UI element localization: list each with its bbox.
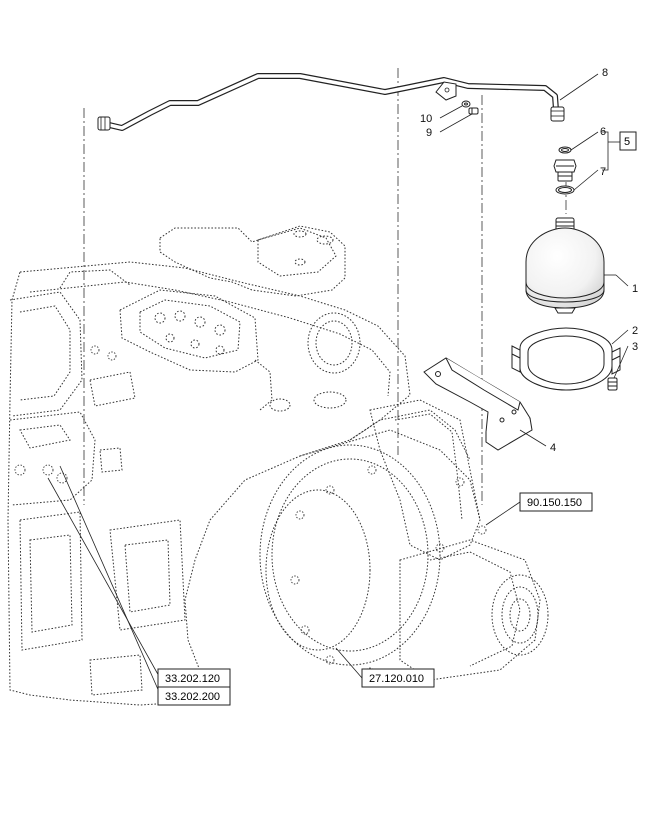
ref-90150150-box[interactable]: 90.150.150 (519, 492, 593, 512)
callout-8: 8 (602, 67, 608, 79)
clamp-band (511, 327, 621, 391)
callout-6: 6 (600, 126, 606, 138)
bolt-3 (607, 377, 618, 391)
ref-90150150-label: 90.150.150 (527, 497, 582, 509)
callout-9: 9 (426, 127, 432, 139)
housing-fasteners (14, 345, 487, 677)
hydraulic-pipe (97, 73, 565, 131)
transmission-housing (7, 225, 549, 706)
ref-33202200-label: 33.202.200 (165, 691, 220, 703)
ref-27120010-box[interactable]: 27.120.010 (361, 668, 435, 688)
ref-33202200-box[interactable]: 33.202.200 (157, 686, 231, 706)
callout-5-box: 5 (619, 131, 637, 151)
adapter-stack (553, 146, 577, 195)
ref-33202120-box[interactable]: 33.202.120 (157, 668, 231, 688)
callout-4: 4 (550, 442, 556, 454)
mounting-bracket (423, 357, 533, 451)
clip-hardware (461, 100, 479, 115)
ref-33202120-label: 33.202.120 (165, 673, 220, 685)
callout-2: 2 (632, 325, 638, 337)
callout-5: 5 (624, 136, 630, 148)
callout-1: 1 (632, 283, 638, 295)
callout-10: 10 (420, 113, 432, 125)
accumulator (525, 217, 605, 314)
leader-lines (47, 73, 629, 695)
callout-labels: 8 10 9 6 7 1 2 3 4 (420, 67, 638, 454)
callout-3: 3 (632, 341, 638, 353)
ref-27120010-label: 27.120.010 (369, 673, 424, 685)
reference-boxes: 90.150.150 27.120.010 33.202.120 33.202.… (157, 492, 593, 706)
callout-7: 7 (600, 166, 606, 178)
